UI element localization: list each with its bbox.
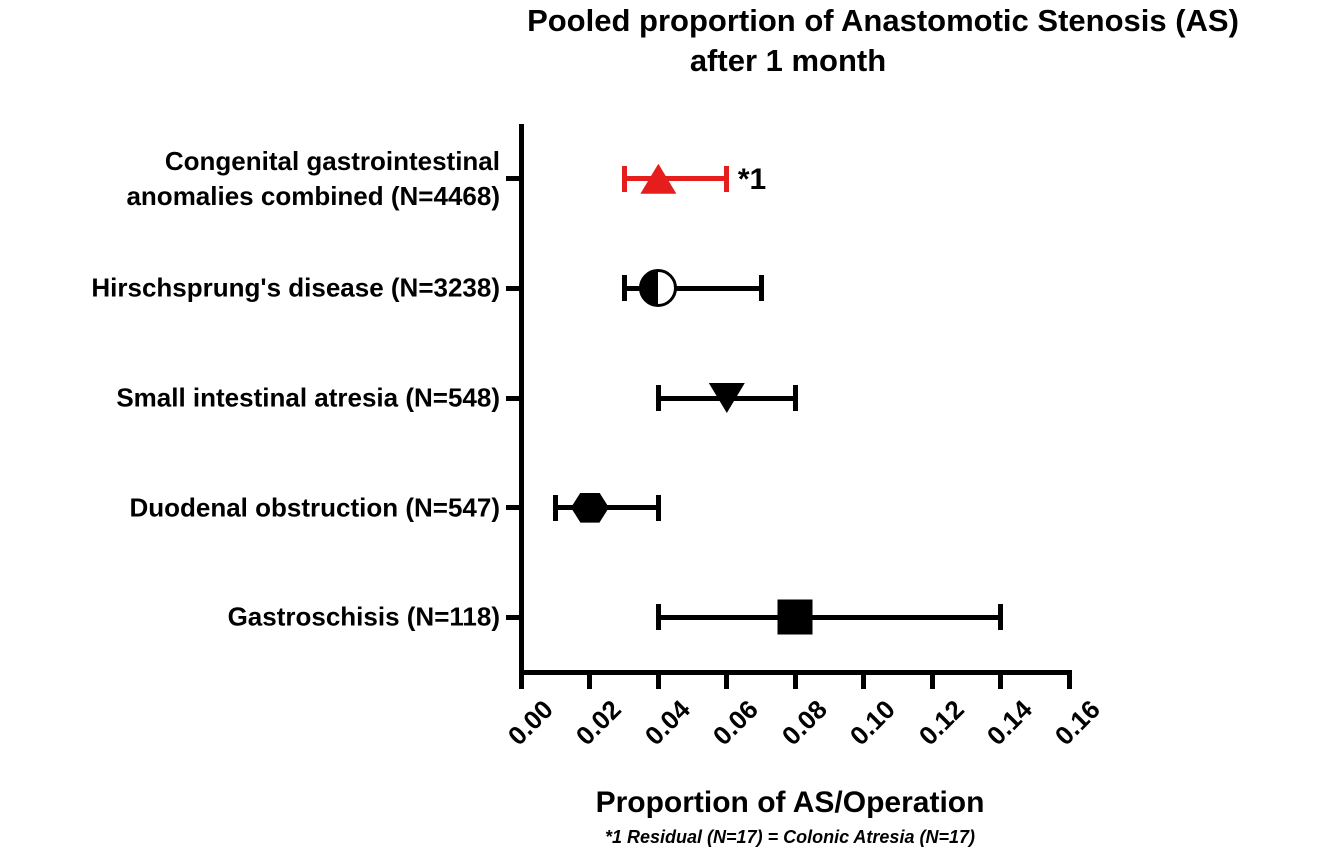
category-label-line: Small intestinal atresia (N=548) — [116, 382, 500, 413]
x-axis-tick — [655, 675, 661, 689]
x-axis-tick — [724, 675, 730, 689]
x-axis-line — [519, 670, 1072, 675]
category-label-line: Hirschsprung's disease (N=3238) — [91, 272, 500, 303]
category-label: Hirschsprung's disease (N=3238) — [91, 271, 500, 306]
x-tick-label: 0.16 — [1049, 694, 1107, 751]
category-label-line: Duodenal obstruction (N=547) — [129, 492, 500, 523]
ci-error-bar — [624, 285, 762, 291]
ci-cap-right — [758, 275, 764, 302]
category-label-line: Gastroschisis (N=118) — [227, 601, 500, 632]
y-axis-tick — [506, 505, 519, 511]
ci-cap-right — [655, 494, 661, 521]
x-axis-label: Proportion of AS/Operation — [595, 786, 985, 819]
category-label: Small intestinal atresia (N=548) — [116, 381, 500, 416]
data-marker-hexagon — [570, 492, 609, 523]
ci-cap-left — [621, 165, 627, 192]
ci-error-bar — [658, 614, 1001, 620]
category-label: Gastroschisis (N=118) — [228, 600, 500, 635]
y-axis-line — [519, 124, 524, 677]
data-marker-circle-half-filled — [639, 269, 678, 308]
marker-annotation: *1 — [737, 162, 767, 196]
x-tick-label: 0.00 — [501, 694, 559, 751]
ci-cap-right — [724, 165, 730, 192]
y-axis-tick — [506, 176, 519, 182]
chart-title-line1: Pooled proportion of Anastomotic Stenosi… — [527, 3, 1239, 38]
x-tick-label: 0.08 — [775, 694, 833, 751]
category-label-line: Congenital gastrointestinal — [164, 145, 500, 176]
category-label-line: anomalies combined (N=4468) — [126, 180, 500, 211]
x-axis-tick — [929, 675, 935, 689]
x-axis-tick — [792, 675, 798, 689]
x-tick-label: 0.12 — [912, 694, 970, 751]
x-tick-label: 0.14 — [980, 694, 1038, 751]
x-tick-label: 0.06 — [707, 694, 765, 751]
ci-cap-right — [792, 385, 798, 411]
ci-cap-left — [553, 494, 559, 521]
y-axis-tick — [506, 285, 519, 291]
y-axis-tick — [506, 395, 519, 401]
x-axis-tick — [861, 675, 867, 689]
category-label: Congenital gastrointestinal anomalies com… — [126, 144, 500, 214]
x-axis-tick — [587, 675, 593, 689]
ci-cap-left — [621, 275, 627, 302]
footnote: *1 Residual (N=17) = Colonic Atresia (N=… — [605, 827, 975, 847]
ci-cap-left — [655, 604, 661, 631]
ci-error-bar — [624, 176, 727, 182]
y-axis-tick — [506, 614, 519, 620]
x-axis-tick — [519, 675, 524, 689]
ci-cap-left — [655, 385, 661, 411]
x-tick-label: 0.04 — [638, 694, 696, 751]
x-tick-label: 0.10 — [843, 694, 901, 751]
x-axis-tick — [1066, 675, 1072, 689]
chart-title-line2: after 1 month — [689, 43, 887, 78]
x-tick-label: 0.02 — [570, 694, 628, 751]
category-label: Duodenal obstruction (N=547) — [129, 490, 500, 525]
x-axis-tick — [998, 675, 1004, 689]
data-marker-square — [777, 599, 813, 635]
ci-cap-right — [998, 604, 1004, 631]
